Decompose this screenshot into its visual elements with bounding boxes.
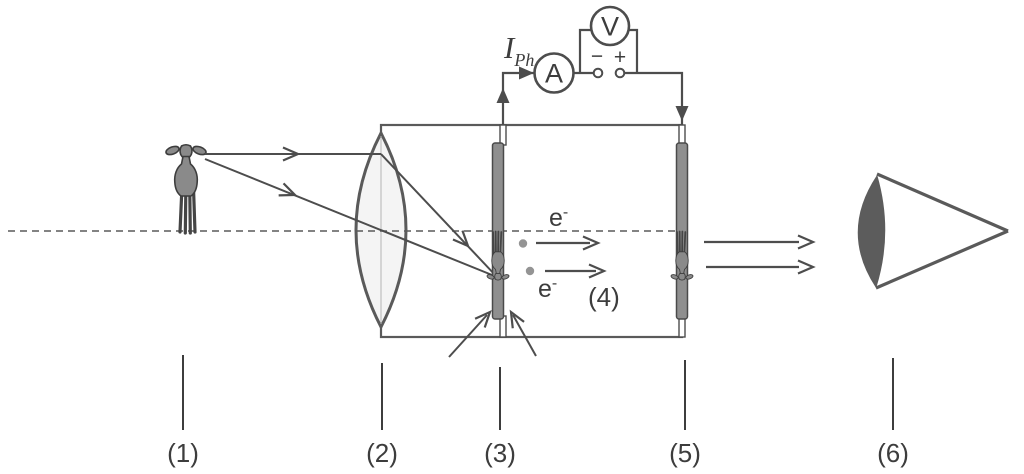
pointer-line bbox=[512, 314, 537, 357]
current-arrow-down bbox=[675, 106, 689, 121]
stage-label-5: (5) bbox=[669, 438, 701, 468]
ray-top-refracted bbox=[380, 153, 498, 278]
eye-outline-top bbox=[876, 172, 1009, 233]
battery-plus-sign: + bbox=[614, 46, 626, 69]
voltmeter-label: V bbox=[601, 12, 619, 42]
electron-label: e- bbox=[538, 275, 557, 303]
stage-label-3: (3) bbox=[484, 438, 516, 468]
light-rays bbox=[204, 146, 498, 278]
phosphor-screen bbox=[669, 124, 695, 338]
object-deer bbox=[163, 143, 209, 235]
stage-label-6: (6) bbox=[877, 438, 909, 468]
battery-minus-sign: − bbox=[591, 45, 603, 68]
photocurrent-label: IPh bbox=[503, 30, 534, 70]
output-light bbox=[704, 234, 815, 275]
stage-label-2: (2) bbox=[366, 438, 398, 468]
output-arrowhead bbox=[796, 234, 815, 250]
electron-dot bbox=[518, 239, 528, 248]
voltmeter-body bbox=[589, 5, 631, 47]
electron-region: e- e- (4) bbox=[518, 204, 620, 312]
eye-outline-bottom bbox=[875, 229, 1009, 290]
voltmeter-lead-right bbox=[627, 28, 639, 73]
current-arrow-up bbox=[496, 88, 510, 103]
pointer-line bbox=[448, 314, 488, 358]
stage-label-4: (4) bbox=[588, 282, 620, 312]
ray-chief bbox=[204, 158, 498, 278]
callouts: (1) (2) (3) (5) (6) bbox=[167, 355, 909, 468]
battery-terminal-positive bbox=[614, 67, 626, 79]
photocathode bbox=[485, 124, 511, 338]
ammeter-label: A bbox=[545, 59, 563, 89]
eye bbox=[857, 172, 1009, 290]
photocathode-pointers bbox=[448, 306, 537, 358]
circuit: − + A V IPh bbox=[496, 5, 689, 125]
stage-label-1: (1) bbox=[167, 438, 199, 468]
ammeter-body bbox=[533, 52, 575, 94]
electron-dot bbox=[525, 266, 535, 276]
screen-stem-top bbox=[678, 124, 686, 146]
voltmeter-lead-left bbox=[578, 28, 593, 73]
battery-terminal-negative bbox=[592, 67, 604, 79]
wire-to-screen bbox=[624, 71, 684, 125]
photocathode-stem-top bbox=[499, 124, 507, 146]
wire-photocathode bbox=[501, 71, 536, 125]
eye-lens bbox=[857, 174, 886, 289]
output-arrowhead bbox=[796, 259, 815, 275]
electron-label: e- bbox=[549, 204, 568, 232]
